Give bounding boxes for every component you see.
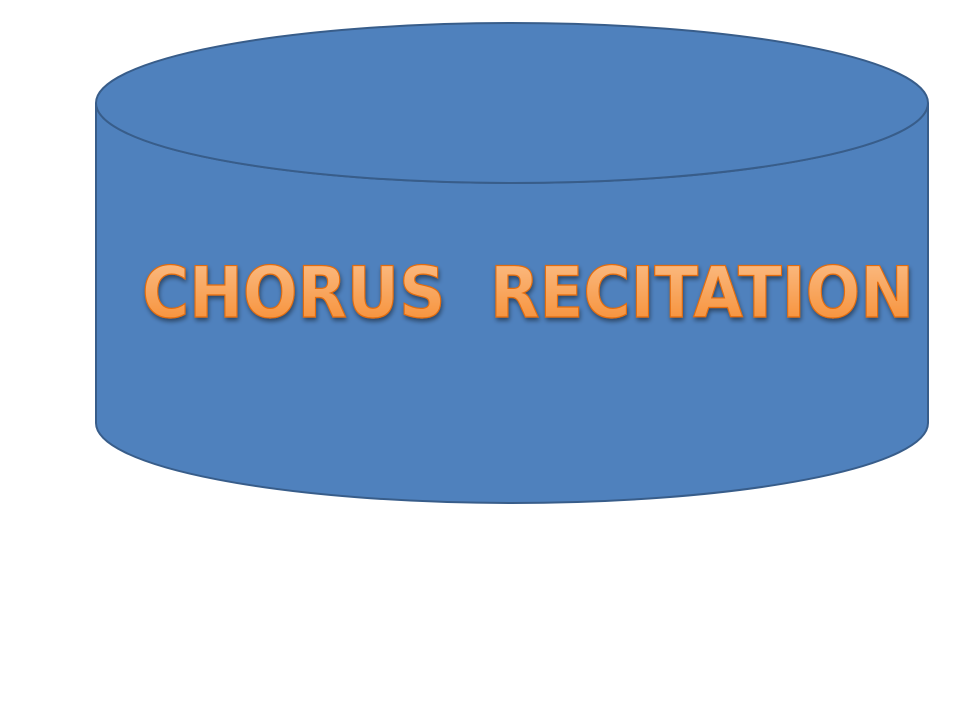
cylinder-top xyxy=(95,22,929,184)
slide-title: CHORUS RECITATION xyxy=(142,252,914,334)
